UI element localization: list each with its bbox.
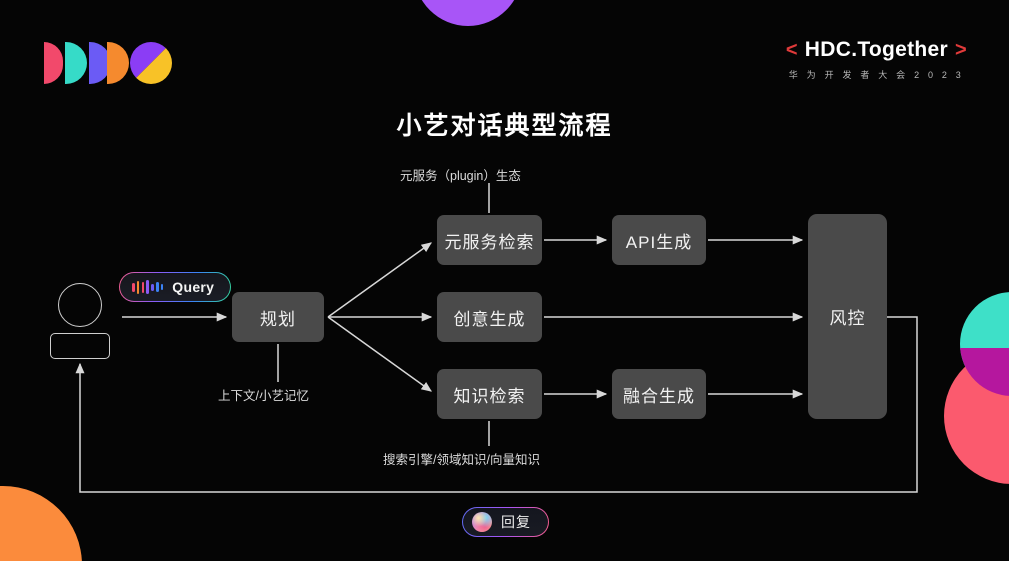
node-meta-service-search[interactable]: 元服务检索	[437, 215, 542, 265]
logo-petal-3	[89, 42, 111, 84]
node-fusion-generation[interactable]: 融合生成	[612, 369, 706, 419]
logo-petal-1	[44, 42, 63, 84]
query-badge-label: Query	[172, 279, 215, 295]
reply-badge-label: 回复	[501, 514, 531, 530]
assistant-orb-icon	[472, 512, 492, 532]
annotation-plugin-ecosystem: 元服务（plugin）生态	[400, 169, 521, 183]
annotation-knowledge-sources: 搜索引擎/领域知识/向量知识	[383, 453, 540, 467]
hdc-together-title: HDC.Together	[804, 38, 949, 61]
hdc-together-lockup: < HDC.Together > 华 为 开 发 者 大 会 2 0 2 3	[786, 38, 967, 81]
node-risk-control[interactable]: 风控	[808, 214, 887, 419]
logo-petal-c	[130, 42, 172, 84]
node-knowledge-search[interactable]: 知识检索	[437, 369, 542, 419]
decorative-circle-purple	[414, 0, 522, 26]
node-plan[interactable]: 规划	[232, 292, 324, 342]
annotation-context-memory: 上下文/小艺记忆	[218, 389, 309, 403]
logo-petal-2	[65, 42, 87, 84]
page-title: 小艺对话典型流程	[396, 112, 613, 140]
reply-badge[interactable]: 回复	[462, 507, 549, 537]
logo-petal-4	[107, 42, 129, 84]
node-idea-generation[interactable]: 创意生成	[437, 292, 542, 342]
waveform-icon	[132, 280, 164, 294]
person-head-icon	[58, 283, 102, 327]
node-api-generation[interactable]: API生成	[612, 215, 706, 265]
hdc-together-subtitle: 华 为 开 发 者 大 会 2 0 2 3	[788, 70, 965, 80]
user-person-icon	[50, 283, 110, 359]
bracket-left-icon: <	[785, 38, 798, 61]
bracket-right-icon: >	[955, 38, 967, 61]
hdc-together-title-row: < HDC.Together >	[786, 38, 967, 62]
decorative-circle-orange	[0, 486, 82, 561]
person-body-icon	[50, 333, 110, 359]
query-badge[interactable]: Query	[119, 272, 231, 302]
hdc-logo-icon	[44, 42, 172, 84]
